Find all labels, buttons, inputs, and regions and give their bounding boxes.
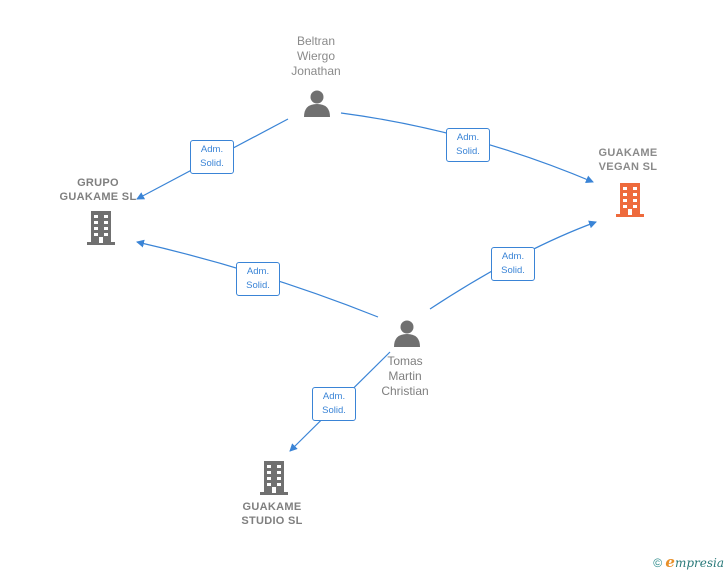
node-label-vegan: GUAKAME VEGAN SL: [598, 147, 658, 173]
building-icon[interactable]: [614, 183, 646, 217]
node-label-beltran: Beltran Wiergo Jonathan: [291, 34, 341, 78]
edge-label-tomas-vegan: Adm. Solid.: [491, 247, 535, 281]
edge-label-tomas-grupo: Adm. Solid.: [236, 262, 280, 296]
person-icon[interactable]: [302, 89, 332, 117]
node-label-studio: GUAKAME STUDIO SL: [241, 501, 303, 527]
person-icon[interactable]: [392, 319, 422, 347]
copyright-symbol: ©: [653, 556, 663, 570]
building-icon[interactable]: [85, 211, 117, 245]
edge-label-beltran-vegan: Adm. Solid.: [446, 128, 490, 162]
empresia-logo: © empresia: [653, 553, 724, 571]
edge-label-tomas-studio: Adm. Solid.: [312, 387, 356, 421]
brand-text: mpresia: [674, 556, 724, 570]
edge-label-beltran-grupo: Adm. Solid.: [190, 140, 234, 174]
node-label-tomas: Tomas Martin Christian: [381, 354, 429, 398]
node-label-grupo: GRUPO GUAKAME SL: [59, 177, 137, 203]
building-icon[interactable]: [258, 461, 290, 495]
brand-e: e: [665, 553, 675, 571]
